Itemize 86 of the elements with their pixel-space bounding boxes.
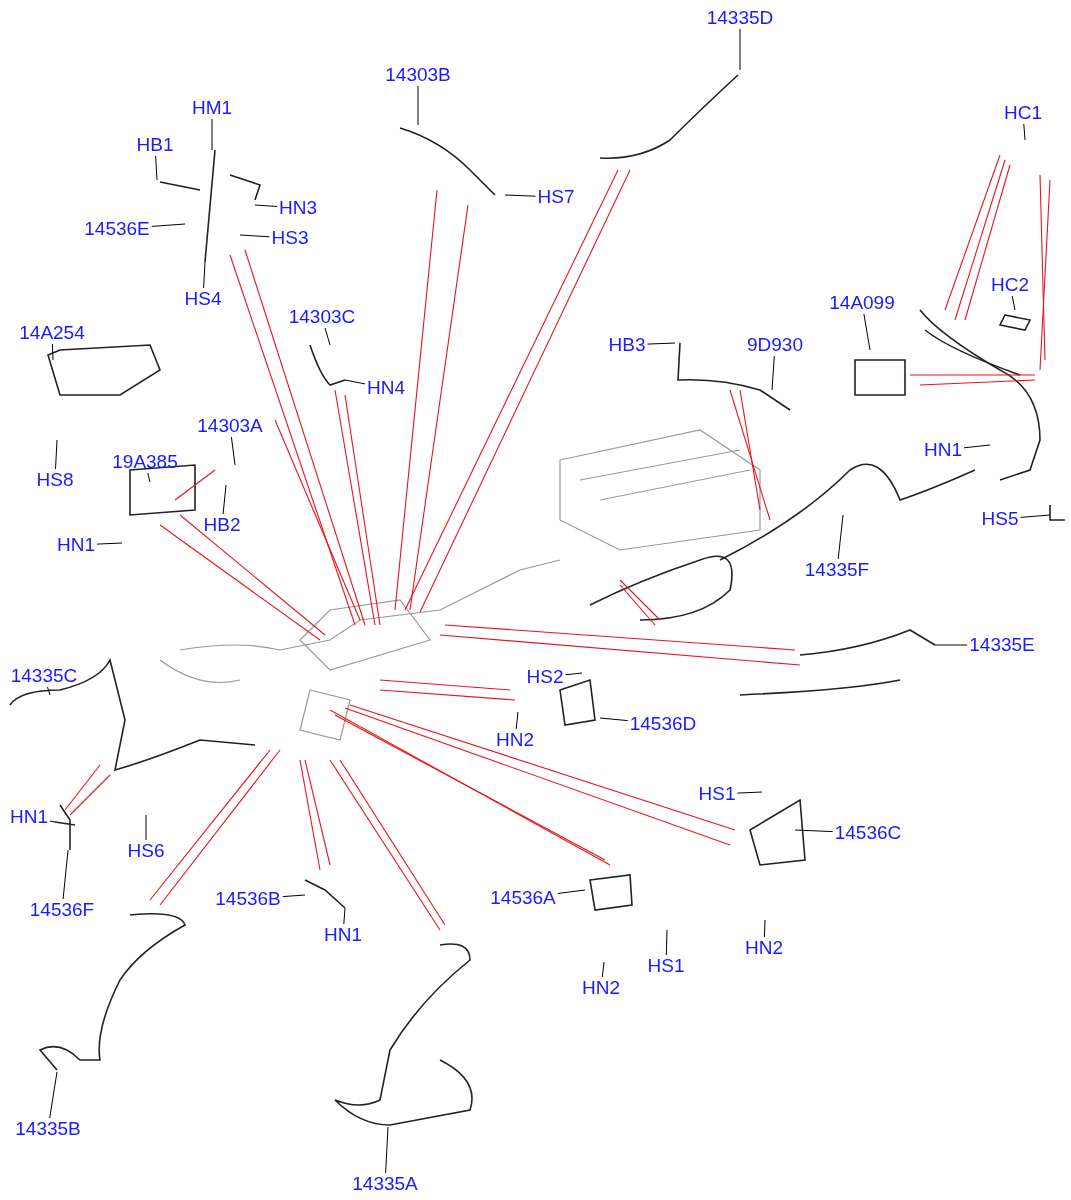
leader-line bbox=[230, 436, 236, 466]
part-number: HN1 bbox=[8, 806, 50, 828]
part-number: 14A099 bbox=[827, 292, 897, 314]
leader-line bbox=[863, 313, 871, 351]
leader-line bbox=[601, 961, 605, 978]
leader-line bbox=[647, 342, 676, 345]
leader-line bbox=[49, 1071, 58, 1119]
part-number: 14536A bbox=[488, 887, 558, 909]
part-number: HC1 bbox=[1002, 102, 1044, 124]
part-number: HS3 bbox=[269, 227, 311, 249]
leader-line bbox=[565, 672, 583, 676]
part-number: 14335F bbox=[802, 559, 872, 581]
part-number: 14335A bbox=[350, 1173, 420, 1195]
leader-line bbox=[96, 542, 123, 545]
leader-line bbox=[203, 261, 206, 289]
leader-line bbox=[147, 472, 151, 483]
part-number: 14536D bbox=[627, 713, 699, 735]
leader-line bbox=[1023, 123, 1026, 141]
part-number: 14A254 bbox=[17, 322, 87, 344]
leader-line bbox=[504, 194, 536, 197]
part-number: HM1 bbox=[189, 97, 235, 119]
part-number: HS2 bbox=[524, 666, 566, 688]
part-number: 14303C bbox=[286, 306, 358, 328]
leader-line bbox=[739, 28, 741, 71]
leader-line bbox=[963, 444, 991, 449]
part-number: 14335D bbox=[704, 7, 776, 29]
leader-line bbox=[51, 343, 54, 361]
leader-line bbox=[763, 919, 766, 938]
part-number: HN1 bbox=[322, 924, 364, 946]
leader-line bbox=[557, 889, 586, 894]
leader-line bbox=[837, 514, 844, 560]
leader-line bbox=[211, 118, 213, 151]
part-number: HB3 bbox=[606, 334, 648, 356]
leader-line bbox=[737, 791, 763, 794]
part-number: HN1 bbox=[55, 534, 97, 556]
leader-line bbox=[385, 1126, 389, 1174]
part-number: 14303B bbox=[383, 64, 453, 86]
part-number: 14536C bbox=[832, 822, 904, 844]
part-number: 14536B bbox=[213, 888, 283, 910]
part-number: HS1 bbox=[645, 955, 687, 977]
leader-line bbox=[599, 717, 629, 722]
part-number: HS1 bbox=[696, 783, 738, 805]
leader-line bbox=[343, 907, 346, 925]
leader-line bbox=[62, 849, 69, 900]
part-number: 14335E bbox=[967, 634, 1037, 656]
leader-line bbox=[254, 204, 278, 207]
part-number: HS7 bbox=[535, 186, 577, 208]
part-number: 14536E bbox=[82, 218, 152, 240]
part-number: 14303A bbox=[195, 415, 265, 437]
part-number: HN2 bbox=[494, 729, 536, 751]
part-number: HN2 bbox=[580, 977, 622, 999]
part-number: HN3 bbox=[277, 197, 319, 219]
leader-line bbox=[324, 327, 331, 346]
leader-line bbox=[417, 85, 419, 126]
leader-line bbox=[344, 379, 366, 385]
part-number: HN1 bbox=[922, 439, 964, 461]
part-number: HC2 bbox=[989, 274, 1031, 296]
leader-line bbox=[155, 155, 158, 181]
leader-line bbox=[55, 439, 58, 470]
part-number: HN2 bbox=[743, 937, 785, 959]
part-number: HS5 bbox=[979, 508, 1021, 530]
part-number: HS4 bbox=[182, 288, 224, 310]
leader-line bbox=[771, 355, 775, 391]
leader-line bbox=[1020, 514, 1051, 518]
leader-line bbox=[47, 686, 51, 696]
leader-line bbox=[665, 929, 668, 956]
part-number: 9D930 bbox=[745, 334, 805, 356]
part-number: HS6 bbox=[125, 840, 167, 862]
part-number: HS8 bbox=[34, 469, 76, 491]
leader-line bbox=[239, 234, 270, 238]
part-number: 19A385 bbox=[110, 451, 180, 473]
part-number: HN4 bbox=[365, 377, 407, 399]
leader-line bbox=[794, 829, 834, 833]
part-number: 14335C bbox=[8, 665, 80, 687]
leader-line bbox=[1011, 295, 1016, 311]
part-number: 14335B bbox=[13, 1118, 83, 1140]
part-number: HB1 bbox=[134, 134, 176, 156]
leader-line bbox=[151, 223, 186, 227]
leader-line bbox=[222, 484, 227, 515]
leader-line bbox=[515, 711, 519, 730]
leader-line bbox=[282, 894, 306, 898]
leader-line bbox=[49, 820, 56, 823]
leader-line bbox=[934, 644, 968, 646]
leader-line bbox=[145, 814, 147, 841]
part-number: HB2 bbox=[201, 514, 243, 536]
part-number: 14536F bbox=[27, 899, 97, 921]
